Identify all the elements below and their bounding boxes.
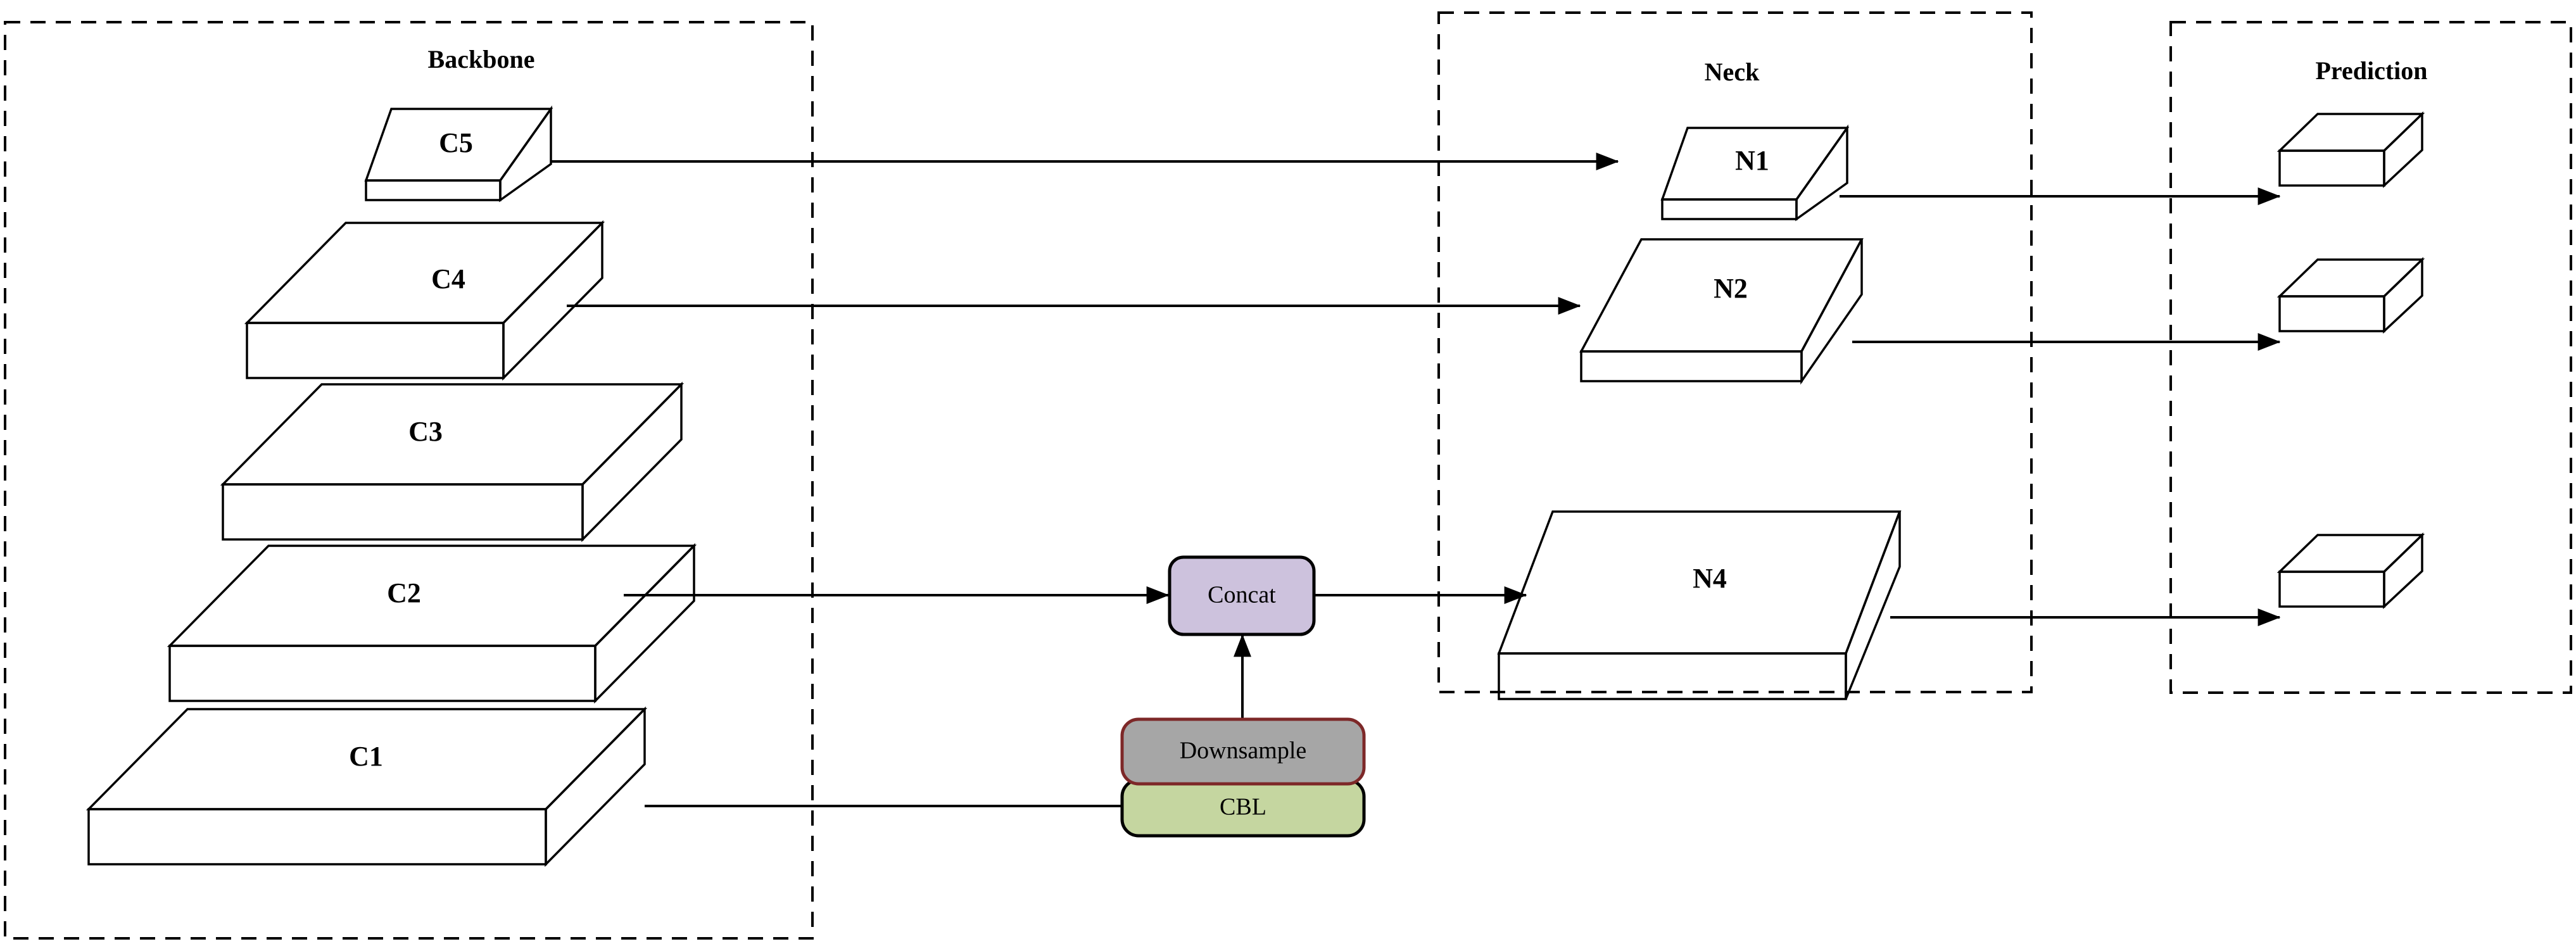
downsample-rect[interactable]: [1120, 717, 1366, 786]
op-box-concat[interactable]: Concat: [1168, 555, 1316, 636]
prediction-box-2-right-face: [2383, 256, 2423, 334]
group-title-neck: Neck: [1705, 58, 1760, 86]
concat-rect[interactable]: [1168, 555, 1316, 636]
slab-n1-front-face: [1661, 198, 1798, 220]
slab-c4-label: C4: [431, 263, 465, 294]
neck-slab-n4: N4: [1497, 510, 1902, 700]
slab-n4-side-face: [1845, 511, 1901, 700]
slab-c1-side-face: [545, 706, 646, 867]
prediction-box-2: [2276, 256, 2425, 334]
group-box-neck: [1437, 11, 2033, 693]
slab-c2-side-face: [594, 543, 695, 704]
slab-c5-front-face: [365, 179, 502, 201]
slab-c1-label: C1: [349, 741, 383, 772]
slab-c4-side-face: [502, 220, 603, 381]
group-box-prediction: [2169, 21, 2572, 694]
downsample-label: Downsample: [1180, 738, 1307, 764]
slab-c2-top-face: [167, 545, 697, 647]
prediction-box-1-front-face: [2278, 149, 2385, 187]
slab-n1-top-face: [1660, 127, 1850, 201]
prediction-box-3-right-face: [2383, 532, 2423, 610]
prediction-box-3-front-face: [2278, 570, 2385, 608]
slab-n2-label: N2: [1714, 273, 1748, 304]
slab-c5-top-face: [364, 108, 553, 182]
op-box-cbl[interactable]: CBL: [1120, 778, 1366, 838]
group-title-prediction: Prediction: [2315, 56, 2427, 85]
prediction-box-1-top-face: [2276, 113, 2425, 152]
backbone-slab-c3: C3: [220, 381, 685, 543]
slab-c5-label: C5: [439, 127, 473, 158]
cbl-label: CBL: [1220, 794, 1266, 821]
neck-slab-n1: N1: [1660, 124, 1850, 222]
slab-c1-front-face: [87, 808, 547, 866]
slab-n4-label: N4: [1693, 563, 1727, 594]
slab-c4-top-face: [244, 222, 605, 324]
slab-c5-side-face: [499, 105, 552, 203]
slab-n2-front-face: [1580, 350, 1803, 382]
slab-c1-top-face: [85, 708, 648, 810]
prediction-box-2-top-face: [2276, 258, 2425, 298]
prediction-box-3: [2276, 532, 2425, 610]
prediction-box-1-right-face: [2383, 111, 2423, 189]
group-box-backbone: [4, 21, 814, 940]
slab-n1-label: N1: [1735, 145, 1769, 176]
slab-n1-side-face: [1795, 124, 1848, 222]
slab-c4-front-face: [246, 322, 505, 379]
slab-n2-side-face: [1800, 239, 1863, 385]
prediction-box-3-top-face: [2276, 534, 2425, 573]
backbone-slab-c5: C5: [364, 105, 553, 203]
slab-n4-top-face: [1497, 510, 1902, 655]
slab-c3-side-face: [581, 381, 683, 543]
slab-c3-label: C3: [408, 416, 443, 447]
slab-c3-front-face: [222, 483, 584, 541]
backbone-slab-c4: C4: [244, 220, 605, 381]
concat-label: Concat: [1208, 582, 1276, 608]
backbone-slab-c1: C1: [85, 706, 648, 867]
prediction-box-2-front-face: [2278, 295, 2385, 332]
op-box-downsample[interactable]: Downsample: [1120, 717, 1366, 786]
group-title-backbone: Backbone: [428, 45, 535, 73]
neck-slab-n2: N2: [1579, 238, 1864, 385]
slab-c2-label: C2: [387, 577, 421, 608]
slab-c2-front-face: [168, 645, 597, 702]
backbone-slab-c2: C2: [167, 543, 697, 704]
prediction-box-1: [2276, 111, 2425, 189]
slab-n2-top-face: [1579, 238, 1864, 353]
slab-c3-top-face: [220, 383, 685, 486]
